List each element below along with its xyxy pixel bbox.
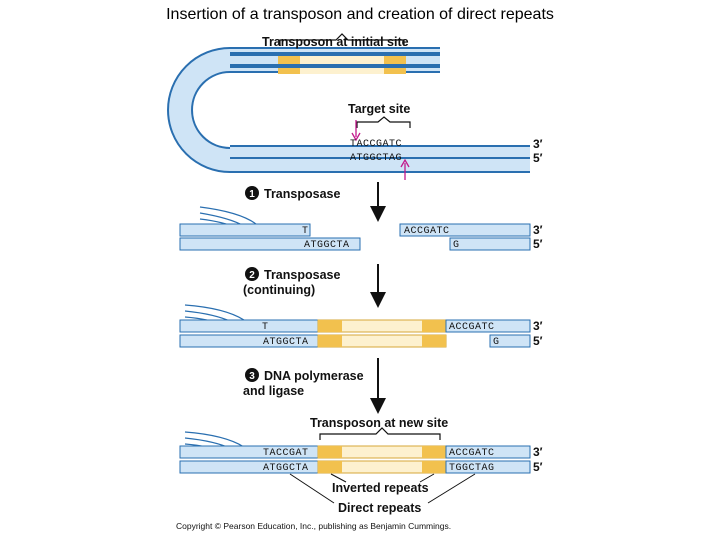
s2-top-left: T (262, 322, 269, 333)
s3-top-right: ACCGATC (449, 448, 495, 459)
s3-end-5prime: 5′ (533, 460, 543, 474)
inverted-repeats-label: Inverted repeats (332, 481, 429, 495)
s1-bottom-right: G (453, 240, 460, 251)
s3-bottom-right: TGGCTAG (449, 463, 495, 474)
dr-pointer-left (289, 473, 335, 504)
step2-label-line1: Transposase (264, 268, 340, 282)
s2-top-right: ACCGATC (449, 322, 495, 333)
step2-badge (245, 267, 259, 281)
s2-end-5prime: 5′ (533, 334, 543, 348)
s3-end-3prime: 3′ (533, 445, 543, 459)
s2-end-3prime: 3′ (533, 319, 543, 333)
step3-label-line1: DNA polymerase (264, 369, 364, 383)
initial-site-label: Transposon at initial site (262, 35, 409, 49)
ir-pointer-right (419, 473, 435, 483)
new-site-dna (179, 431, 531, 474)
target-top-seq: TACCGATC (350, 139, 402, 150)
s1-bottom-left: ATGGCTA (304, 240, 350, 251)
s1-end-5prime: 5′ (533, 237, 543, 251)
step1-label: Transposase (264, 187, 340, 201)
dr-pointer-right (427, 473, 476, 504)
ir-pointer-left (330, 473, 347, 483)
initial-site-dna (167, 33, 530, 173)
s1-top-left: T (302, 226, 309, 237)
direct-repeats-label: Direct repeats (338, 501, 421, 515)
step2-dna (179, 304, 531, 348)
s2-bottom-right: G (493, 337, 500, 348)
end-5prime: 5′ (533, 151, 543, 165)
svg-text:1: 1 (249, 189, 255, 200)
page-title: Insertion of a transposon and creation o… (166, 6, 554, 23)
target-bottom-seq: ATGGCTAG (350, 153, 402, 164)
s3-top-left: TACCGAT (263, 448, 309, 459)
step3-badge (245, 368, 259, 382)
step2-label-line2: (continuing) (243, 283, 315, 297)
inverted-repeat-right (384, 56, 406, 64)
end-3prime: 3′ (533, 137, 543, 151)
s1-end-3prime: 3′ (533, 223, 543, 237)
svg-text:3: 3 (249, 371, 255, 382)
target-site-label: Target site (348, 102, 410, 116)
new-site-label: Transposon at new site (310, 416, 448, 430)
transposon-initial (278, 56, 406, 64)
step3-label-line2: and ligase (243, 384, 304, 398)
s2-bottom-left: ATGGCTA (263, 337, 309, 348)
copyright-text: Copyright © Pearson Education, Inc., pub… (176, 521, 451, 531)
s3-bottom-left: ATGGCTA (263, 463, 309, 474)
step1-badge (245, 186, 259, 200)
svg-text:2: 2 (249, 270, 255, 281)
step1-dna (179, 206, 531, 251)
s1-top-right: ACCGATC (404, 226, 450, 237)
inverted-repeat-left (278, 56, 300, 64)
